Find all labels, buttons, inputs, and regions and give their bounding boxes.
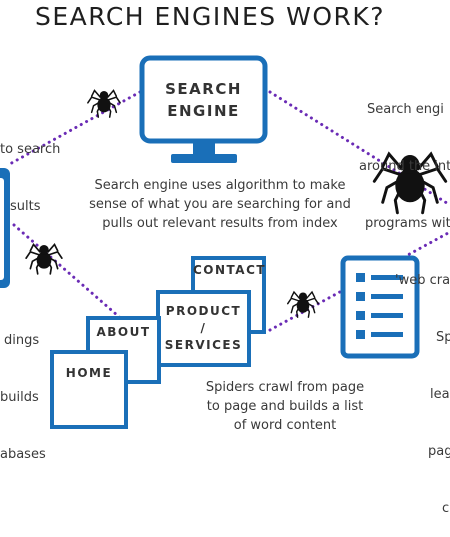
about-page-label: ABOUT (96, 325, 151, 339)
home-page-box (50, 350, 128, 429)
left-database-text-line1: dings (4, 333, 40, 348)
right-crawler-text-line4: 'web cra (395, 273, 450, 288)
right-crawler-text-line1: Search engi (367, 102, 444, 117)
contact-page-label: CONTACT (193, 263, 267, 277)
algorithm-description-line1: Search engine uses algorithm to make (94, 178, 346, 193)
diagram-title: SEARCH ENGINES WORK? (34, 2, 386, 31)
left-search-text-line2: sults (10, 199, 41, 214)
product-services-page-box (156, 290, 251, 367)
diagram-canvas (0, 55, 450, 429)
home-page-label: HOME (65, 366, 113, 380)
connector-line-monitor-left (6, 90, 142, 167)
right-crawler-text: Search engi around the int programs wit … (359, 62, 450, 309)
product-services-page-label: PRODUCT / SERVICES (158, 303, 249, 354)
spider-crawl-description-line3: of word content (233, 418, 337, 433)
left-database-text-line2: builds (0, 390, 39, 405)
services-label-line: SERVICES (164, 338, 243, 352)
right-index-text-line3: pag (428, 444, 450, 459)
algorithm-description: Search engine uses algorithm to make sen… (60, 176, 380, 233)
algorithm-description-line2: sense of what you are searching for and (89, 197, 351, 212)
right-index-text: Sp lea pag c (428, 290, 450, 537)
product-label-line: PRODUCT (165, 304, 242, 318)
left-database-text-line3: abases (0, 447, 46, 462)
right-crawler-text-line3: programs wit (365, 216, 450, 231)
monitor-label-line2: ENGINE (167, 102, 240, 120)
database-icon (0, 168, 10, 288)
spider-icon (87, 89, 121, 118)
right-index-text-line2: lea (430, 387, 450, 402)
algorithm-description-line3: pulls out relevant results from index (102, 216, 338, 231)
monitor-label: SEARCH ENGINE (150, 78, 257, 122)
spider-icon (372, 151, 448, 215)
left-search-text-line1: to search (0, 142, 61, 157)
right-crawler-text-line2: around the int (359, 159, 450, 174)
left-database-text: dings builds abases (0, 293, 46, 483)
right-index-text-line4: c (442, 501, 450, 516)
spider-icon (25, 242, 63, 275)
index-document-icon (340, 255, 420, 359)
monitor-label-line1: SEARCH (165, 80, 242, 98)
spider-crawl-description: Spiders crawl from page to page and buil… (185, 378, 385, 435)
spider-crawl-description-line2: to page and builds a list (206, 399, 364, 414)
product-label-slash: / (200, 321, 207, 335)
right-index-text-line1: Sp (436, 330, 450, 345)
spider-icon (286, 290, 320, 318)
spider-crawl-description-line1: Spiders crawl from page (205, 380, 365, 395)
monitor-icon (139, 55, 268, 163)
left-search-text: to search sults (0, 102, 60, 235)
connector-line-left-pages (12, 223, 127, 324)
